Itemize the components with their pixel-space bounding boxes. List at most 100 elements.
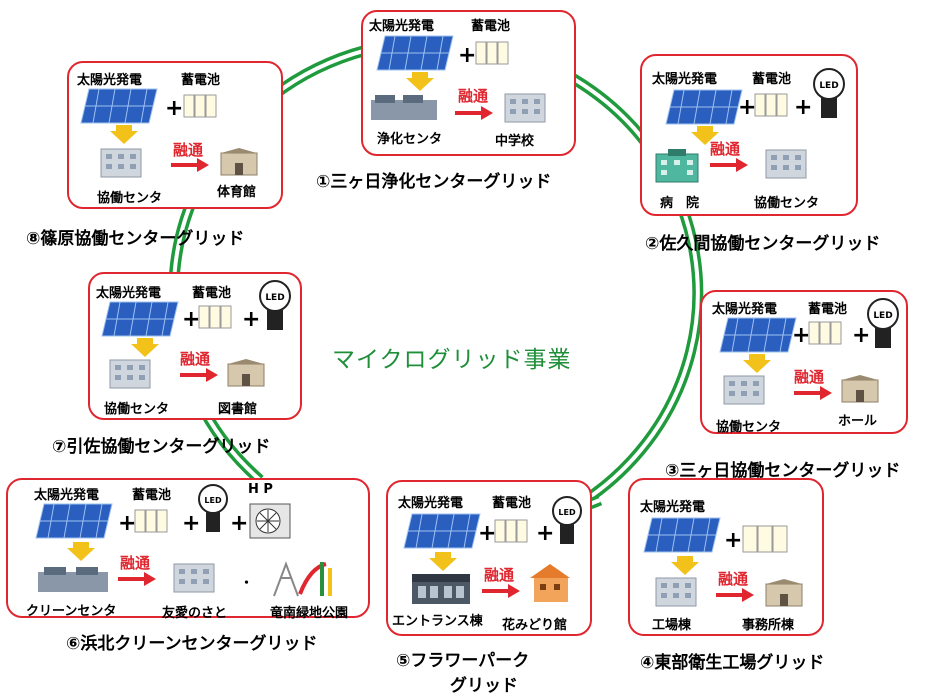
solar-panel-icon — [80, 88, 158, 124]
transfer-label: 融通 — [794, 368, 825, 386]
transfer-label: 融通 — [718, 570, 749, 588]
target-facility-label: 花みどり館 — [502, 618, 568, 633]
gymnasium-icon — [220, 148, 258, 176]
grid-card-8: 太陽光発電 蓄電池 + 融通 協働センタ 体育館 — [67, 61, 283, 209]
flower-house-icon — [530, 564, 570, 602]
community-center-icon — [100, 148, 142, 178]
battery-label: 蓄電池 — [192, 286, 232, 301]
target-facility-label: ホール — [838, 414, 878, 429]
transfer-label: 融通 — [173, 141, 204, 159]
down-arrow-icon — [67, 542, 95, 561]
led-bulb-icon: LED — [552, 496, 582, 544]
grid-title-5-line2: グリッド — [450, 676, 518, 696]
source-facility-label: 協働センタ — [716, 420, 782, 435]
battery-icon — [808, 321, 842, 345]
source-facility-label: 協働センタ — [97, 191, 163, 206]
hall-icon — [841, 375, 879, 403]
transfer-label: 融通 — [484, 566, 515, 584]
center-title: マイクログリッド事業 — [332, 347, 572, 373]
grid-title-6: ⑥浜北クリーンセンターグリッド — [66, 634, 318, 654]
welfare-facility-icon — [173, 563, 215, 593]
grid-card-4: 太陽光発電 + 融通 工場棟 事務所棟 — [628, 478, 824, 636]
battery-label: 蓄電池 — [492, 496, 532, 511]
battery-label: 蓄電池 — [181, 73, 221, 88]
svg-text:LED: LED — [558, 508, 576, 517]
factory-icon — [655, 577, 697, 607]
plus-sign: + — [118, 511, 137, 536]
battery-label: 蓄電池 — [471, 19, 511, 34]
purification-plant-icon — [371, 95, 437, 120]
battery-label: 蓄電池 — [132, 488, 172, 503]
facility-separator: ・ — [240, 576, 254, 591]
battery-icon — [198, 305, 232, 329]
solar-label: 太陽光発電 — [398, 496, 464, 511]
transfer-arrow-icon — [710, 158, 748, 172]
grid-title-2: ②佐久間協働センターグリッド — [645, 234, 881, 254]
svg-text:LED: LED — [265, 293, 284, 303]
down-arrow-icon — [110, 125, 138, 144]
grid-card-7: 太陽光発電 蓄電池 + + LED 融通 協働センタ 図書館 — [88, 272, 302, 420]
solar-panel-icon — [376, 35, 454, 71]
plus-sign: + — [724, 528, 743, 553]
target-facility-label: 友愛のさと — [162, 606, 228, 621]
plus-sign: + — [165, 96, 184, 121]
target-facility-label-2: 竜南緑地公園 — [270, 606, 349, 621]
target-facility-label: 協働センタ — [754, 196, 820, 211]
grid-title-1: ①三ヶ日浄化センターグリッド — [316, 172, 552, 192]
source-facility-label: クリーンセンタ — [26, 604, 117, 619]
plus-sign: + — [794, 95, 813, 120]
battery-icon — [475, 41, 509, 65]
plus-sign: + — [458, 43, 477, 68]
down-arrow-icon — [429, 552, 457, 571]
solar-label: 太陽光発電 — [652, 72, 718, 87]
grid-title-8: ⑧篠原協働センターグリッド — [26, 229, 245, 249]
down-arrow-icon — [406, 72, 434, 91]
solar-label: 太陽光発電 — [640, 500, 706, 515]
plus-sign: + — [852, 323, 871, 348]
grid-card-2: 太陽光発電 蓄電池 + + LED 融通 病 院 協働センタ — [640, 54, 858, 216]
transfer-arrow-icon — [716, 588, 754, 602]
transfer-arrow-icon — [455, 106, 493, 120]
hospital-icon — [655, 149, 699, 183]
led-bulb-icon: LED — [198, 484, 228, 532]
solar-panel-icon — [35, 503, 113, 539]
battery-icon — [134, 509, 168, 533]
target-facility-label: 中学校 — [495, 134, 535, 149]
entrance-building-icon — [412, 574, 470, 604]
solar-label: 太陽光発電 — [34, 488, 100, 503]
grid-title-7: ⑦引佐協働センターグリッド — [52, 437, 271, 457]
battery-label: 蓄電池 — [752, 72, 792, 87]
transfer-arrow-icon — [794, 386, 832, 400]
solar-panel-icon — [403, 513, 481, 549]
transfer-arrow-icon — [171, 158, 209, 172]
source-facility-label: 病 院 — [660, 196, 700, 211]
svg-text:LED: LED — [873, 311, 892, 321]
grid-title-3: ③三ヶ日協働センターグリッド — [665, 461, 901, 481]
grid-card-5: 太陽光発電 蓄電池 + + LED 融通 エントランス棟 花みどり館 — [386, 480, 592, 636]
transfer-arrow-icon — [482, 584, 520, 598]
led-bulb-icon: LED — [813, 68, 845, 118]
svg-text:LED: LED — [204, 496, 222, 505]
battery-icon — [742, 525, 788, 553]
battery-icon — [754, 93, 788, 117]
target-facility-label: 事務所棟 — [742, 618, 795, 633]
community-center-icon — [765, 149, 807, 179]
led-bulb-icon: LED — [259, 280, 291, 330]
plus-sign: + — [738, 95, 757, 120]
down-arrow-icon — [671, 556, 699, 575]
grid-card-6: 太陽光発電 蓄電池 H P + + LED + 融通 ・ クリーンセンタ 友愛の… — [6, 478, 370, 621]
plus-sign: + — [242, 307, 261, 332]
led-bulb-icon: LED — [867, 298, 899, 348]
target-facility-label: 図書館 — [218, 402, 258, 417]
transfer-label: 融通 — [120, 554, 151, 572]
solar-label: 太陽光発電 — [712, 302, 778, 317]
grid-card-1: 太陽光発電 蓄電池 + 融通 浄化センタ 中学校 — [361, 10, 576, 156]
transfer-label: 融通 — [180, 350, 211, 368]
transfer-label: 融通 — [458, 87, 489, 105]
target-facility-label: 体育館 — [217, 185, 257, 200]
solar-panel-icon — [101, 301, 179, 337]
grid-title-5-line1: ⑤フラワーパーク — [396, 651, 530, 671]
source-facility-label: 浄化センタ — [377, 132, 443, 147]
down-arrow-icon — [743, 354, 771, 373]
solar-panel-icon — [719, 317, 797, 353]
